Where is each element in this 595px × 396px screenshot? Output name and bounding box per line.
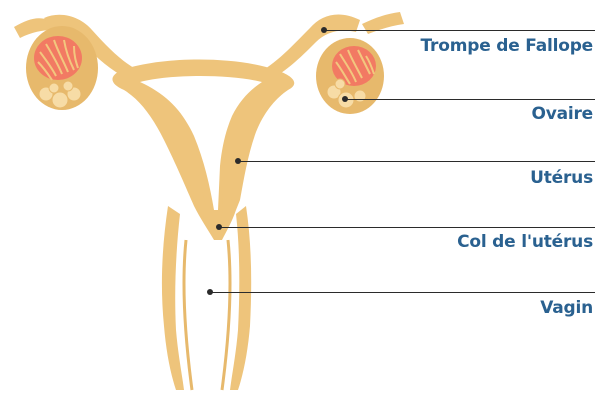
ovary-right: [316, 38, 384, 114]
label-cervix: Col de l'utérus: [457, 232, 593, 252]
uterus-leader-line: [238, 161, 595, 162]
vagina-wall-right: [230, 206, 251, 390]
ovary-left: [26, 26, 98, 110]
cervix-leader-line: [219, 227, 595, 228]
label-vagina: Vagin: [540, 298, 593, 318]
label-fallopian-tube: Trompe de Fallope: [421, 36, 593, 56]
label-ovary: Ovaire: [531, 104, 593, 124]
vagina-wall-left: [162, 206, 184, 390]
fallopian-tube-leader-line: [324, 30, 595, 31]
vagina-leader-line: [210, 292, 595, 293]
vaginal-canal-left: [184, 240, 192, 390]
ovary-leader-line: [345, 99, 595, 100]
label-uterus: Utérus: [530, 168, 593, 188]
vaginal-canal-right: [222, 240, 230, 390]
